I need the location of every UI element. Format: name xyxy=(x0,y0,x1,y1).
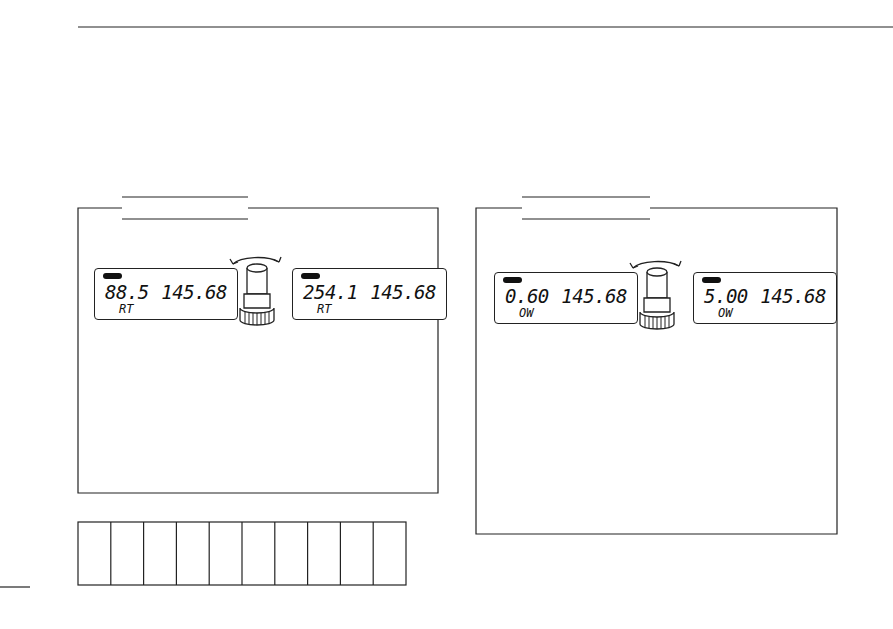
lcd-display: 5.00 145.68OW xyxy=(693,272,837,324)
lcd-indicator: OW xyxy=(519,306,533,320)
readout-row: 254.1 145.68 xyxy=(293,281,446,303)
table-rule xyxy=(176,522,177,585)
table-rule xyxy=(274,522,275,585)
table-rule xyxy=(340,522,341,585)
lcd-indicator: RT xyxy=(119,302,133,316)
table-rule xyxy=(143,522,144,585)
table-rule xyxy=(110,522,111,585)
lcd-display: 88.5 145.68RT xyxy=(94,268,238,320)
readout-row: 0.60 145.68 xyxy=(495,285,637,307)
band-indicator xyxy=(702,277,721,283)
lcd-readout: 88.5 xyxy=(105,281,149,303)
lcd-readout: 0.60 xyxy=(505,285,549,307)
lcd-readout: 145.68 xyxy=(760,285,826,307)
table-rule xyxy=(373,522,374,585)
table-rule xyxy=(307,522,308,585)
table-rule xyxy=(241,522,242,585)
lcd-readout: 145.68 xyxy=(161,281,227,303)
readout-row: 5.00 145.68 xyxy=(694,285,836,307)
lcd-readout: 145.68 xyxy=(370,281,436,303)
band-indicator xyxy=(503,277,522,283)
lcd-readout: 254.1 xyxy=(303,281,358,303)
lcd-indicator: OW xyxy=(718,306,732,320)
lcd-display: 254.1 145.68RT xyxy=(292,268,447,320)
readout-row: 88.5 145.68 xyxy=(95,281,237,303)
lcd-display: 0.60 145.68OW xyxy=(494,272,638,324)
lcd-indicator: RT xyxy=(317,302,331,316)
band-indicator xyxy=(103,273,122,279)
lcd-readout: 5.00 xyxy=(704,285,748,307)
table-rule xyxy=(209,522,210,585)
band-indicator xyxy=(301,273,320,279)
lcd-readout: 145.68 xyxy=(561,285,627,307)
